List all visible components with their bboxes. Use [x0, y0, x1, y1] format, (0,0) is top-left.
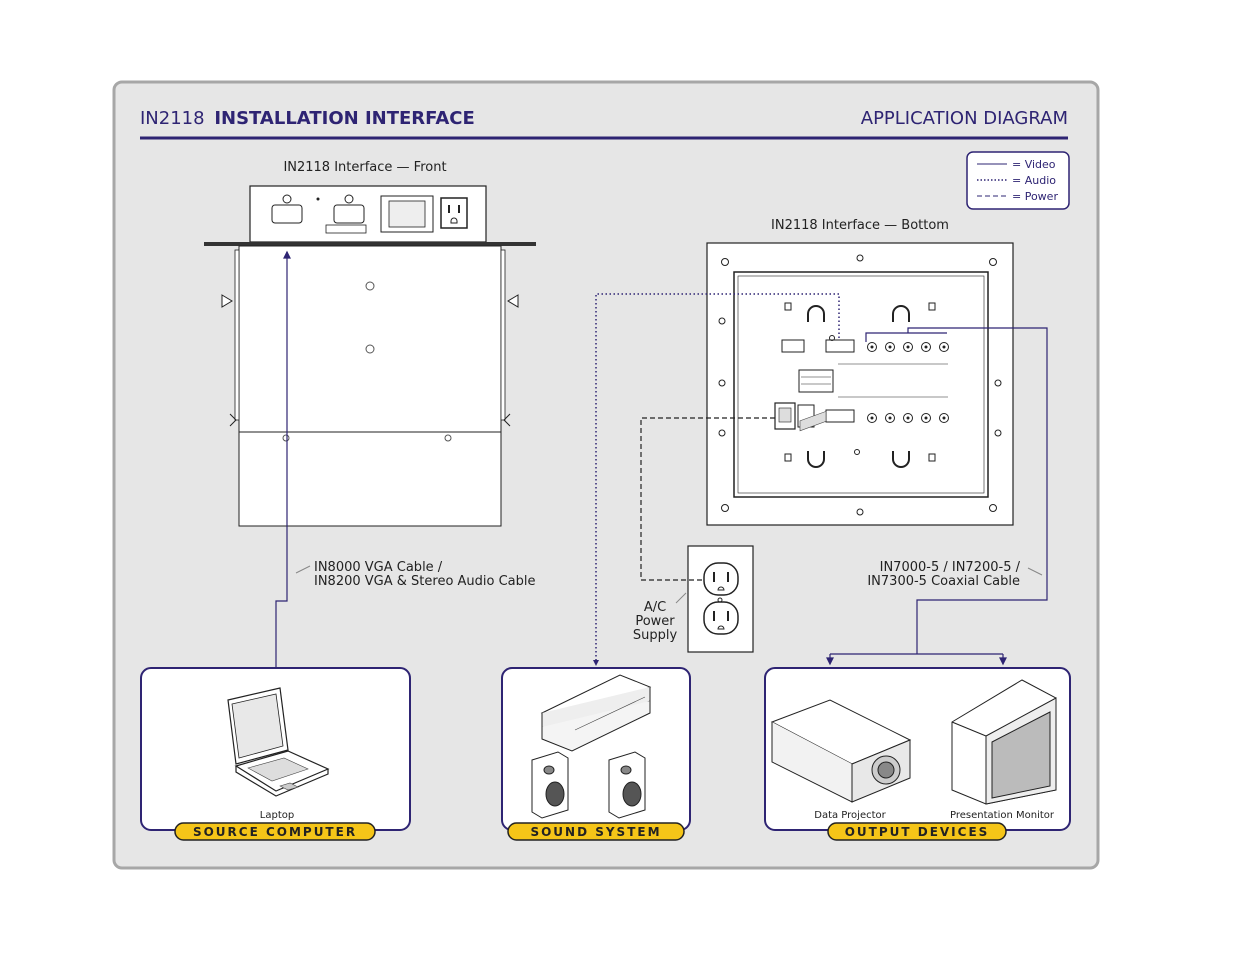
legend-video-label: = Video	[1012, 158, 1056, 171]
bnc-pin	[942, 416, 946, 420]
bnc-pin	[942, 345, 946, 349]
legend: = Video = Audio = Power	[966, 151, 1070, 210]
sound-system-banner	[507, 822, 685, 841]
coax-cable-label-2: IN7300-5 Coaxial Cable	[867, 574, 1020, 589]
projector-icon	[770, 410, 912, 803]
front-panel-title: IN2118 Interface — Front	[283, 160, 446, 175]
header-model: IN2118	[140, 108, 205, 129]
bnc-pin	[870, 416, 874, 420]
bnc-row-2	[867, 413, 949, 423]
bnc-pin	[888, 416, 892, 420]
output-devices-banner-text: OUTPUT DEVICES	[845, 825, 990, 839]
source-computer-banner	[174, 822, 376, 841]
sound-system-banner-text: SOUND SYSTEM	[530, 825, 661, 839]
front-panel-device	[204, 185, 536, 527]
power-label-3: Supply	[633, 628, 678, 643]
output-devices-banner	[827, 822, 1007, 841]
bnc-pin	[906, 416, 910, 420]
output-devices-group: Data Projector Presentation Monitor OUTP…	[764, 410, 1071, 841]
header-product: INSTALLATION INTERFACE	[214, 108, 474, 129]
power-cable-line	[640, 417, 775, 581]
laptop-icon	[227, 687, 330, 797]
vga-port-1	[271, 204, 303, 224]
bnc-pin	[906, 345, 910, 349]
bottom-panel-title: IN2118 Interface — Bottom	[771, 218, 949, 233]
monitor-label: Presentation Monitor	[950, 810, 1055, 821]
vga-cable-line	[275, 250, 291, 668]
right-speaker-icon	[608, 751, 646, 819]
bnc-row-1	[867, 342, 949, 352]
source-computer-group: Laptop SOURCE COMPUTER	[140, 667, 411, 841]
header-title: IN2118 INSTALLATION INTERFACE	[140, 108, 475, 129]
projector-label: Data Projector	[814, 810, 886, 821]
vga-cable-label-2: IN8200 VGA & Stereo Audio Cable	[314, 574, 536, 589]
header-diagram-type: APPLICATION DIAGRAM	[861, 108, 1068, 129]
source-computer-banner-text: SOURCE COMPUTER	[193, 825, 357, 839]
power-label-1: A/C	[644, 600, 666, 615]
left-speaker-icon	[531, 751, 569, 819]
amplifier-icon	[540, 674, 652, 752]
audio-cable-line	[593, 293, 840, 666]
legend-audio-label: = Audio	[1012, 174, 1056, 187]
monitor-icon	[951, 679, 1057, 805]
vga-cable-label-1: IN8000 VGA Cable /	[314, 560, 443, 575]
vga-port-2	[333, 204, 365, 224]
bottom-panel-device	[706, 242, 1014, 526]
coax-cable-line	[826, 327, 1048, 666]
bnc-pin	[924, 416, 928, 420]
bnc-pin	[924, 345, 928, 349]
bnc-pin	[870, 345, 874, 349]
laptop-label: Laptop	[260, 810, 294, 821]
ac-outlet	[687, 545, 754, 653]
coax-cable-label-1: IN7000-5 / IN7200-5 /	[880, 560, 1021, 575]
bnc-pin	[888, 345, 892, 349]
legend-power-label: = Power	[1012, 190, 1058, 203]
power-label-2: Power	[635, 614, 675, 629]
sound-system-group: SOUND SYSTEM	[501, 667, 691, 841]
